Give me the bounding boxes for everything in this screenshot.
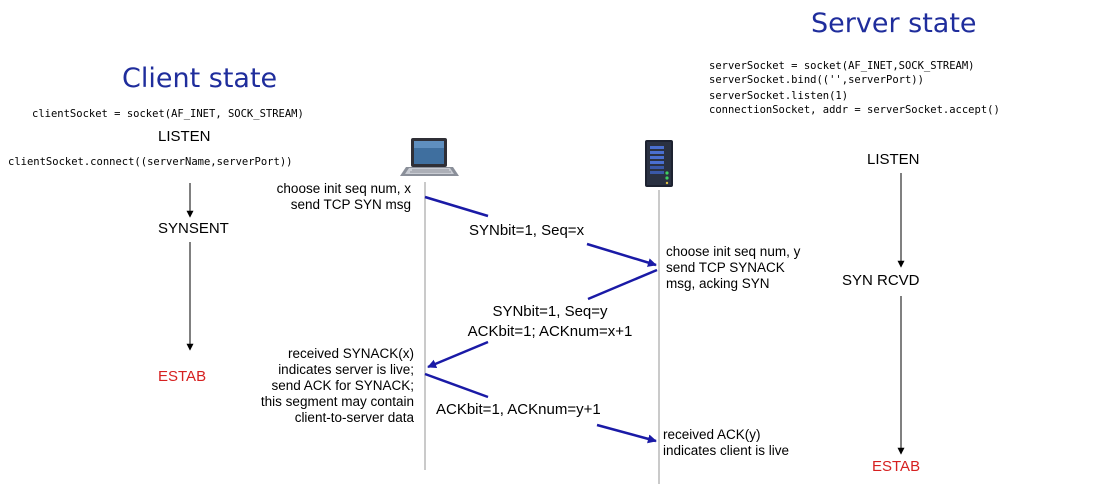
client-received-line: this segment may contain bbox=[260, 394, 414, 409]
server-code-line: serverSocket.listen(1) bbox=[709, 90, 849, 102]
server-init-note: choose init seq num, y send TCP SYNACK m… bbox=[666, 244, 800, 292]
client-received-line: received SYNACK(x) bbox=[287, 346, 414, 361]
client-socket-code: clientSocket = socket(AF_INET, SOCK_STRE… bbox=[32, 108, 304, 120]
server-estab-state: ESTAB bbox=[872, 458, 921, 475]
server-ack-note: received ACK(y) indicates client is live bbox=[663, 427, 789, 459]
client-received-line: send ACK for SYNACK; bbox=[271, 378, 414, 393]
ack-arrow bbox=[424, 372, 657, 444]
client-received-line: client-to-server data bbox=[294, 410, 414, 425]
client-init-note: choose init seq num, x send TCP SYN msg bbox=[277, 181, 411, 213]
server-ack-line: indicates client is live bbox=[663, 443, 790, 458]
client-init-line: choose init seq num, x bbox=[276, 181, 411, 196]
server-synrcvd-state: SYN RCVD bbox=[842, 272, 920, 289]
ack-message-label: ACKbit=1, ACKnum=y+1 bbox=[436, 401, 601, 418]
client-estab-state: ESTAB bbox=[158, 368, 207, 385]
server-code-line: serverSocket = socket(AF_INET,SOCK_STREA… bbox=[709, 60, 975, 72]
client-state-heading: Client state bbox=[122, 63, 278, 94]
server-code-block: serverSocket = socket(AF_INET,SOCK_STREA… bbox=[709, 60, 1000, 117]
server-code-line: serverSocket.bind(('',serverPort)) bbox=[709, 73, 924, 86]
client-synsent-state: SYNSENT bbox=[158, 220, 229, 237]
client-listen-state: LISTEN bbox=[158, 128, 211, 145]
server-state-heading: Server state bbox=[811, 8, 977, 39]
client-init-line: send TCP SYN msg bbox=[290, 197, 411, 212]
server-init-line: choose init seq num, y bbox=[666, 244, 801, 259]
server-listen-state: LISTEN bbox=[867, 151, 920, 168]
server-init-line: msg, acking SYN bbox=[666, 276, 770, 291]
server-ack-line: received ACK(y) bbox=[663, 427, 761, 442]
client-received-line: indicates server is live; bbox=[278, 362, 414, 377]
client-received-note: received SYNACK(x) indicates server is l… bbox=[261, 346, 414, 426]
synack-message-label: SYNbit=1, Seq=y ACKbit=1; ACKnum=x+1 bbox=[443, 302, 657, 342]
syn-arrow bbox=[424, 195, 657, 267]
server-code-line: connectionSocket, addr = serverSocket.ac… bbox=[709, 103, 1000, 116]
synack-arrow bbox=[427, 268, 658, 369]
syn-message-label: SYNbit=1, Seq=x bbox=[469, 222, 585, 239]
synack-line-2: ACKbit=1; ACKnum=x+1 bbox=[467, 323, 633, 340]
client-connect-code: clientSocket.connect((serverName,serverP… bbox=[8, 156, 293, 168]
synack-line-1: SYNbit=1, Seq=y bbox=[492, 303, 608, 320]
server-init-line: send TCP SYNACK bbox=[666, 260, 785, 275]
laptop-icon bbox=[400, 138, 459, 176]
server-tower-icon bbox=[645, 140, 673, 187]
